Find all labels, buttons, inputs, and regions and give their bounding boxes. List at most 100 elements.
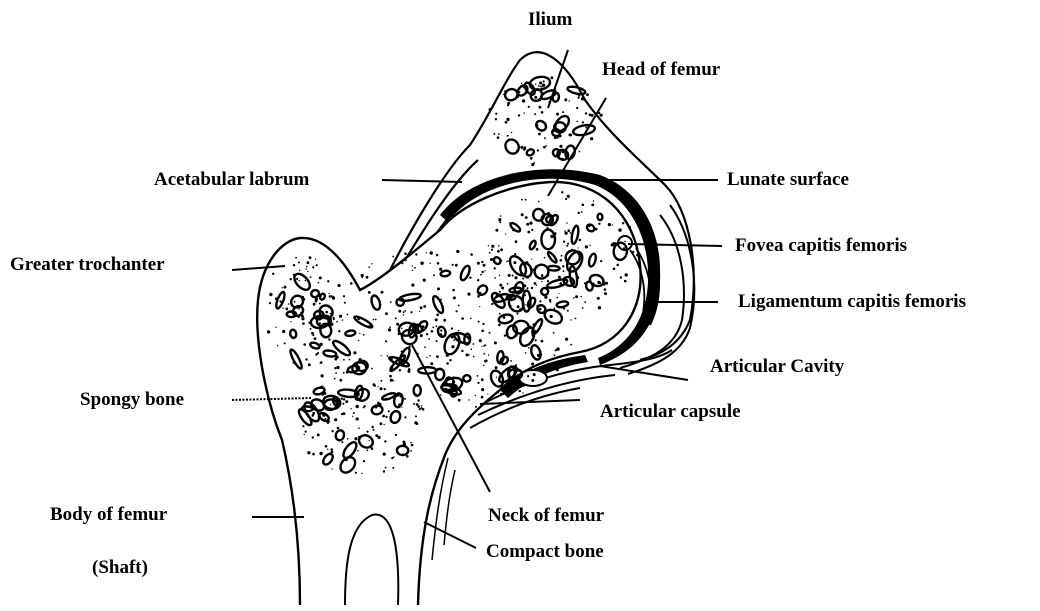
stipple-dot [327,280,329,282]
stipple-dot [586,228,587,229]
stipple-dot [322,414,325,417]
stipple-dot [518,145,519,146]
stipple-dot [381,291,384,294]
stipple-dot [508,274,511,277]
stipple-dot [393,456,395,458]
stipple-dot [440,329,442,331]
stipple-dot [290,278,292,280]
stipple-dot [540,86,542,88]
stipple-dot [441,303,442,304]
stipple-dot [384,440,386,442]
stipple-dot [298,308,300,310]
stipple-dot [571,249,573,251]
stipple-dot [296,278,298,280]
stipple-dot [538,201,540,203]
stipple-dot [625,273,628,276]
stipple-dot [430,362,433,365]
stipple-dot [558,134,561,137]
stipple-dot [567,195,570,198]
stipple-dot [595,228,598,231]
stipple-dot [538,133,541,136]
stipple-dot [570,232,572,234]
stipple-dot [339,379,342,382]
stipple-dot [510,360,512,362]
stipple-dot [390,301,392,303]
stipple-dot [399,369,401,371]
stipple-dot [327,350,329,352]
stipple-dot [576,107,578,109]
stipple-dot [527,375,529,377]
stipple-dot [522,392,523,393]
stipple-dot [554,222,555,223]
stipple-dot [373,383,376,386]
stipple-dot [349,359,351,361]
stipple-dot [282,330,285,333]
stipple-dot [375,319,377,321]
stipple-dot [302,425,304,427]
stipple-dot [393,399,395,401]
stipple-dot [495,366,498,369]
stipple-dot [541,281,542,282]
stipple-dot [562,265,564,267]
stipple-dot [269,302,271,304]
stipple-dot [612,224,613,225]
stipple-dot [334,358,337,361]
stipple-dot [497,136,500,139]
stipple-dot [597,297,600,300]
stipple-dot [600,219,602,221]
stipple-dot [368,266,370,268]
stipple-dot [436,340,438,342]
stipple-dot [525,216,528,219]
stipple-dot [353,351,356,354]
stipple-dot [301,317,304,320]
stipple-dot [329,421,330,422]
stipple-dot [628,226,631,229]
stipple-dot [312,436,314,438]
stipple-dot [518,287,520,289]
stipple-dot [547,212,550,215]
stipple-dot [521,83,522,84]
stipple-dot [604,288,607,291]
stipple-dot [515,334,518,337]
stipple-dot [488,354,489,355]
stipple-dot [504,90,507,93]
stipple-dot [593,200,595,202]
stipple-dot [503,316,506,319]
stipple-dot [343,359,345,361]
stipple-dot [331,454,332,455]
stipple-dot [507,260,509,262]
stipple-dot [519,91,521,93]
stipple-dot [304,405,306,407]
stipple-dot [588,224,591,227]
stipple-dot [304,434,305,435]
stipple-dot [338,284,341,287]
stipple-dot [575,295,578,298]
stipple-dot [334,418,337,421]
stipple-dot [547,280,549,282]
stipple-dot [551,76,554,79]
stipple-dot [315,353,317,355]
stipple-dot [509,305,511,307]
label-body-of-femur: Body of femur [50,505,167,524]
stipple-dot [267,330,270,333]
stipple-dot [423,279,426,282]
stipple-dot [380,387,383,390]
stipple-dot [525,285,526,286]
stipple-dot [451,345,454,348]
stipple-dot [320,295,322,297]
stipple-dot [498,133,500,135]
stipple-dot [504,334,506,336]
stipple-dot [312,266,314,268]
stipple-dot [318,282,320,284]
stipple-dot [512,275,514,277]
label-compact-bone: Compact bone [486,542,604,561]
stipple-dot [377,436,380,439]
stipple-dot [467,293,470,296]
stipple-dot [481,396,484,399]
stipple-dot [517,374,520,377]
stipple-dot [435,318,438,321]
stipple-dot [456,310,458,312]
stipple-dot [326,421,329,424]
stipple-dot [539,82,542,85]
stipple-dot [499,313,501,315]
